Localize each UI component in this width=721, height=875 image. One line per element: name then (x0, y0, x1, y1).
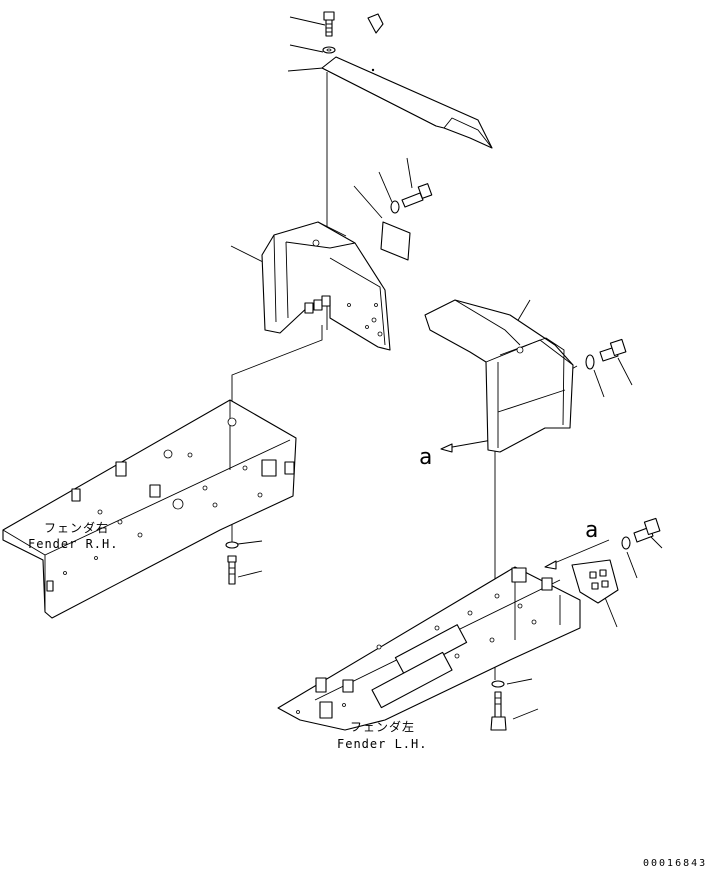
fender-lh (277, 566, 581, 731)
fender-rh-label-japanese: フェンダ右 (44, 521, 110, 535)
lower-right-fasteners (571, 517, 661, 604)
right-bracket-fasteners (585, 338, 627, 370)
view-arrows (440, 443, 557, 570)
fender-rh-label-english: Fender R.H. (28, 537, 119, 551)
right-bracket (424, 299, 574, 453)
view-marker-a-upper: a (419, 445, 433, 470)
top-cover-assembly (321, 11, 493, 149)
drawing-number: 00016843 (643, 858, 708, 869)
fender-lh-label-english: Fender L.H. (337, 737, 428, 751)
view-marker-a-lower: a (585, 518, 599, 543)
fender-rh-fasteners (225, 541, 239, 585)
fender-lh-fasteners (490, 680, 507, 731)
fender-lh-label-japanese: フェンダ左 (350, 720, 416, 734)
left-bracket (261, 221, 391, 351)
leader-lines (230, 16, 663, 720)
fender-rh (2, 399, 297, 619)
access-plate-assembly (380, 183, 433, 261)
